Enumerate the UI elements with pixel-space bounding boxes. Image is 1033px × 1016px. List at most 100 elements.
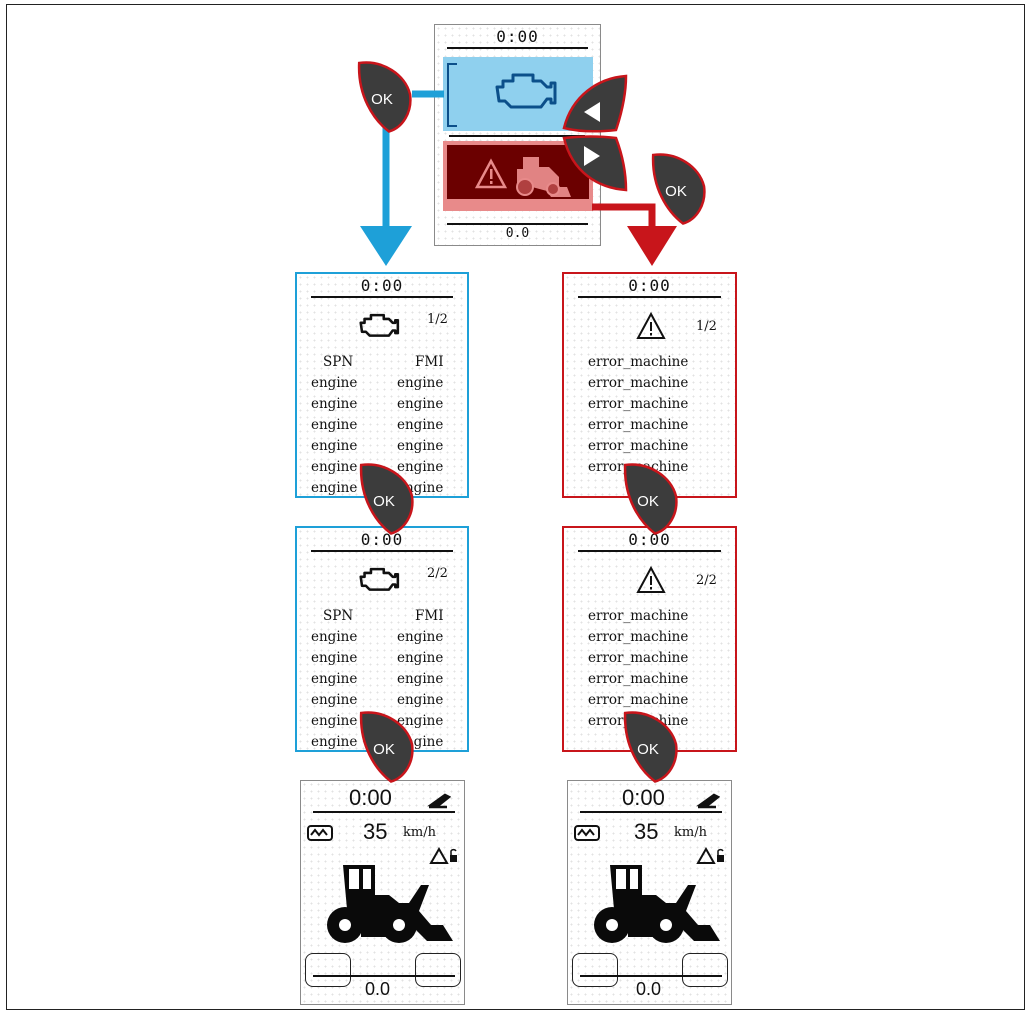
speed-unit: km/h (674, 825, 707, 840)
speed-value: 35 (363, 819, 388, 844)
red-connector (592, 203, 656, 228)
row-fmi: engine (397, 692, 444, 708)
flow-arrows (360, 90, 677, 266)
error-row: error_machine (588, 671, 689, 687)
wheel-loader-icon (327, 865, 453, 943)
row-spn: engine (311, 734, 358, 750)
heater-icon (574, 825, 600, 841)
error-row: error_machine (588, 417, 689, 433)
error-row: error_machine (588, 354, 689, 370)
row-fmi: engine (397, 629, 444, 645)
separator (449, 135, 585, 137)
row-fmi: engine (397, 671, 444, 687)
column-header-fmi: FMI (415, 608, 444, 624)
home-footer: 0.0 (636, 979, 662, 999)
row-spn: engine (311, 650, 358, 666)
speed-unit: km/h (403, 825, 436, 840)
row-spn: engine (311, 396, 358, 412)
ok-label: OK (665, 183, 687, 200)
column-header-spn: SPN (323, 608, 354, 624)
error-row: error_machine (588, 438, 689, 454)
ok-label: OK (637, 741, 659, 758)
page-time: 0:00 (578, 276, 721, 298)
home-time: 0:00 (349, 785, 392, 810)
error-row: error_machine (588, 608, 689, 624)
column-header-fmi: FMI (415, 354, 444, 370)
warning-icon (636, 566, 666, 593)
page-indicator: 2/2 (696, 573, 717, 588)
row-spn: engine (311, 480, 358, 496)
bucket-lock-icon (696, 846, 724, 864)
ok-label: OK (373, 493, 395, 510)
seat-icon (427, 793, 451, 809)
engine-icon (359, 313, 400, 337)
bucket-lock-icon (429, 846, 457, 864)
top-screen-footer: 0.0 (447, 223, 588, 243)
top-screen-time: 0:00 (447, 27, 588, 49)
softkey-right[interactable] (682, 953, 728, 987)
row-spn: engine (311, 692, 358, 708)
error-row: error_machine (588, 396, 689, 412)
row-fmi: engine (397, 417, 444, 433)
arrow-left-icon (584, 102, 600, 122)
ok-button-machine-page-1[interactable]: OK (620, 460, 678, 536)
ok-button-top-right[interactable]: OK (648, 150, 706, 226)
warning-icon (636, 312, 666, 339)
machine-error-page-1: 0:00 1/2 error_machine error_machine err… (562, 272, 737, 498)
heater-icon (307, 825, 333, 841)
error-row: error_machine (588, 692, 689, 708)
row-spn: engine (311, 438, 358, 454)
column-header-spn: SPN (323, 354, 354, 370)
speed-value: 35 (634, 819, 659, 844)
row-spn: engine (311, 713, 358, 729)
left-arrow-button[interactable] (560, 72, 630, 138)
right-arrow-button[interactable] (560, 132, 630, 194)
error-row: error_machine (588, 375, 689, 391)
page-time: 0:00 (311, 276, 453, 298)
home-footer: 0.0 (365, 979, 391, 999)
home-screen-left: 0:00 35 km/h 0.0 (300, 780, 465, 1005)
row-fmi: engine (397, 438, 444, 454)
softkey-left[interactable] (305, 953, 351, 987)
row-fmi: engine (397, 713, 444, 729)
engine-icon (495, 73, 557, 109)
page-time: 0:00 (578, 530, 721, 552)
error-row: error_machine (588, 629, 689, 645)
error-row: error_machine (588, 650, 689, 666)
row-fmi: engine (397, 650, 444, 666)
ok-label: OK (637, 493, 659, 510)
ok-label: OK (371, 91, 393, 108)
wheel-loader-icon (594, 865, 720, 943)
blue-arrow-head (360, 226, 412, 266)
engine-item-bracket (447, 63, 457, 127)
warning-machine-icon (474, 157, 571, 197)
seat-icon (696, 793, 720, 809)
page-indicator: 2/2 (427, 566, 448, 581)
engine-error-page-2: 0:00 2/2 SPN FMI engine engine engine en… (295, 526, 469, 752)
ok-label: OK (373, 741, 395, 758)
arrow-right-icon (584, 146, 600, 166)
row-spn: engine (311, 417, 358, 433)
row-spn: engine (311, 459, 358, 475)
diagram-frame (6, 4, 1025, 1010)
engine-icon (359, 567, 400, 591)
row-fmi: engine (397, 459, 444, 475)
home-time: 0:00 (622, 785, 665, 810)
machine-error-page-2: 0:00 2/2 error_machine error_machine err… (562, 526, 737, 752)
page-time: 0:00 (311, 530, 453, 552)
softkey-left[interactable] (572, 953, 618, 987)
page-indicator: 1/2 (427, 312, 448, 327)
ok-button-engine-page-1[interactable]: OK (356, 460, 414, 536)
ok-button-engine-page-2[interactable]: OK (356, 708, 414, 784)
ok-button-top-left[interactable]: OK (354, 58, 412, 134)
row-fmi: engine (397, 375, 444, 391)
red-arrow-head (627, 226, 677, 266)
ok-button-machine-page-2[interactable]: OK (620, 708, 678, 784)
engine-error-page-1: 0:00 1/2 SPN FMI engine engine engine en… (295, 272, 469, 498)
row-spn: engine (311, 671, 358, 687)
softkey-right[interactable] (415, 953, 461, 987)
row-spn: engine (311, 629, 358, 645)
row-spn: engine (311, 375, 358, 391)
page-indicator: 1/2 (696, 319, 717, 334)
home-screen-right: 0:00 35 km/h 0.0 (567, 780, 732, 1005)
